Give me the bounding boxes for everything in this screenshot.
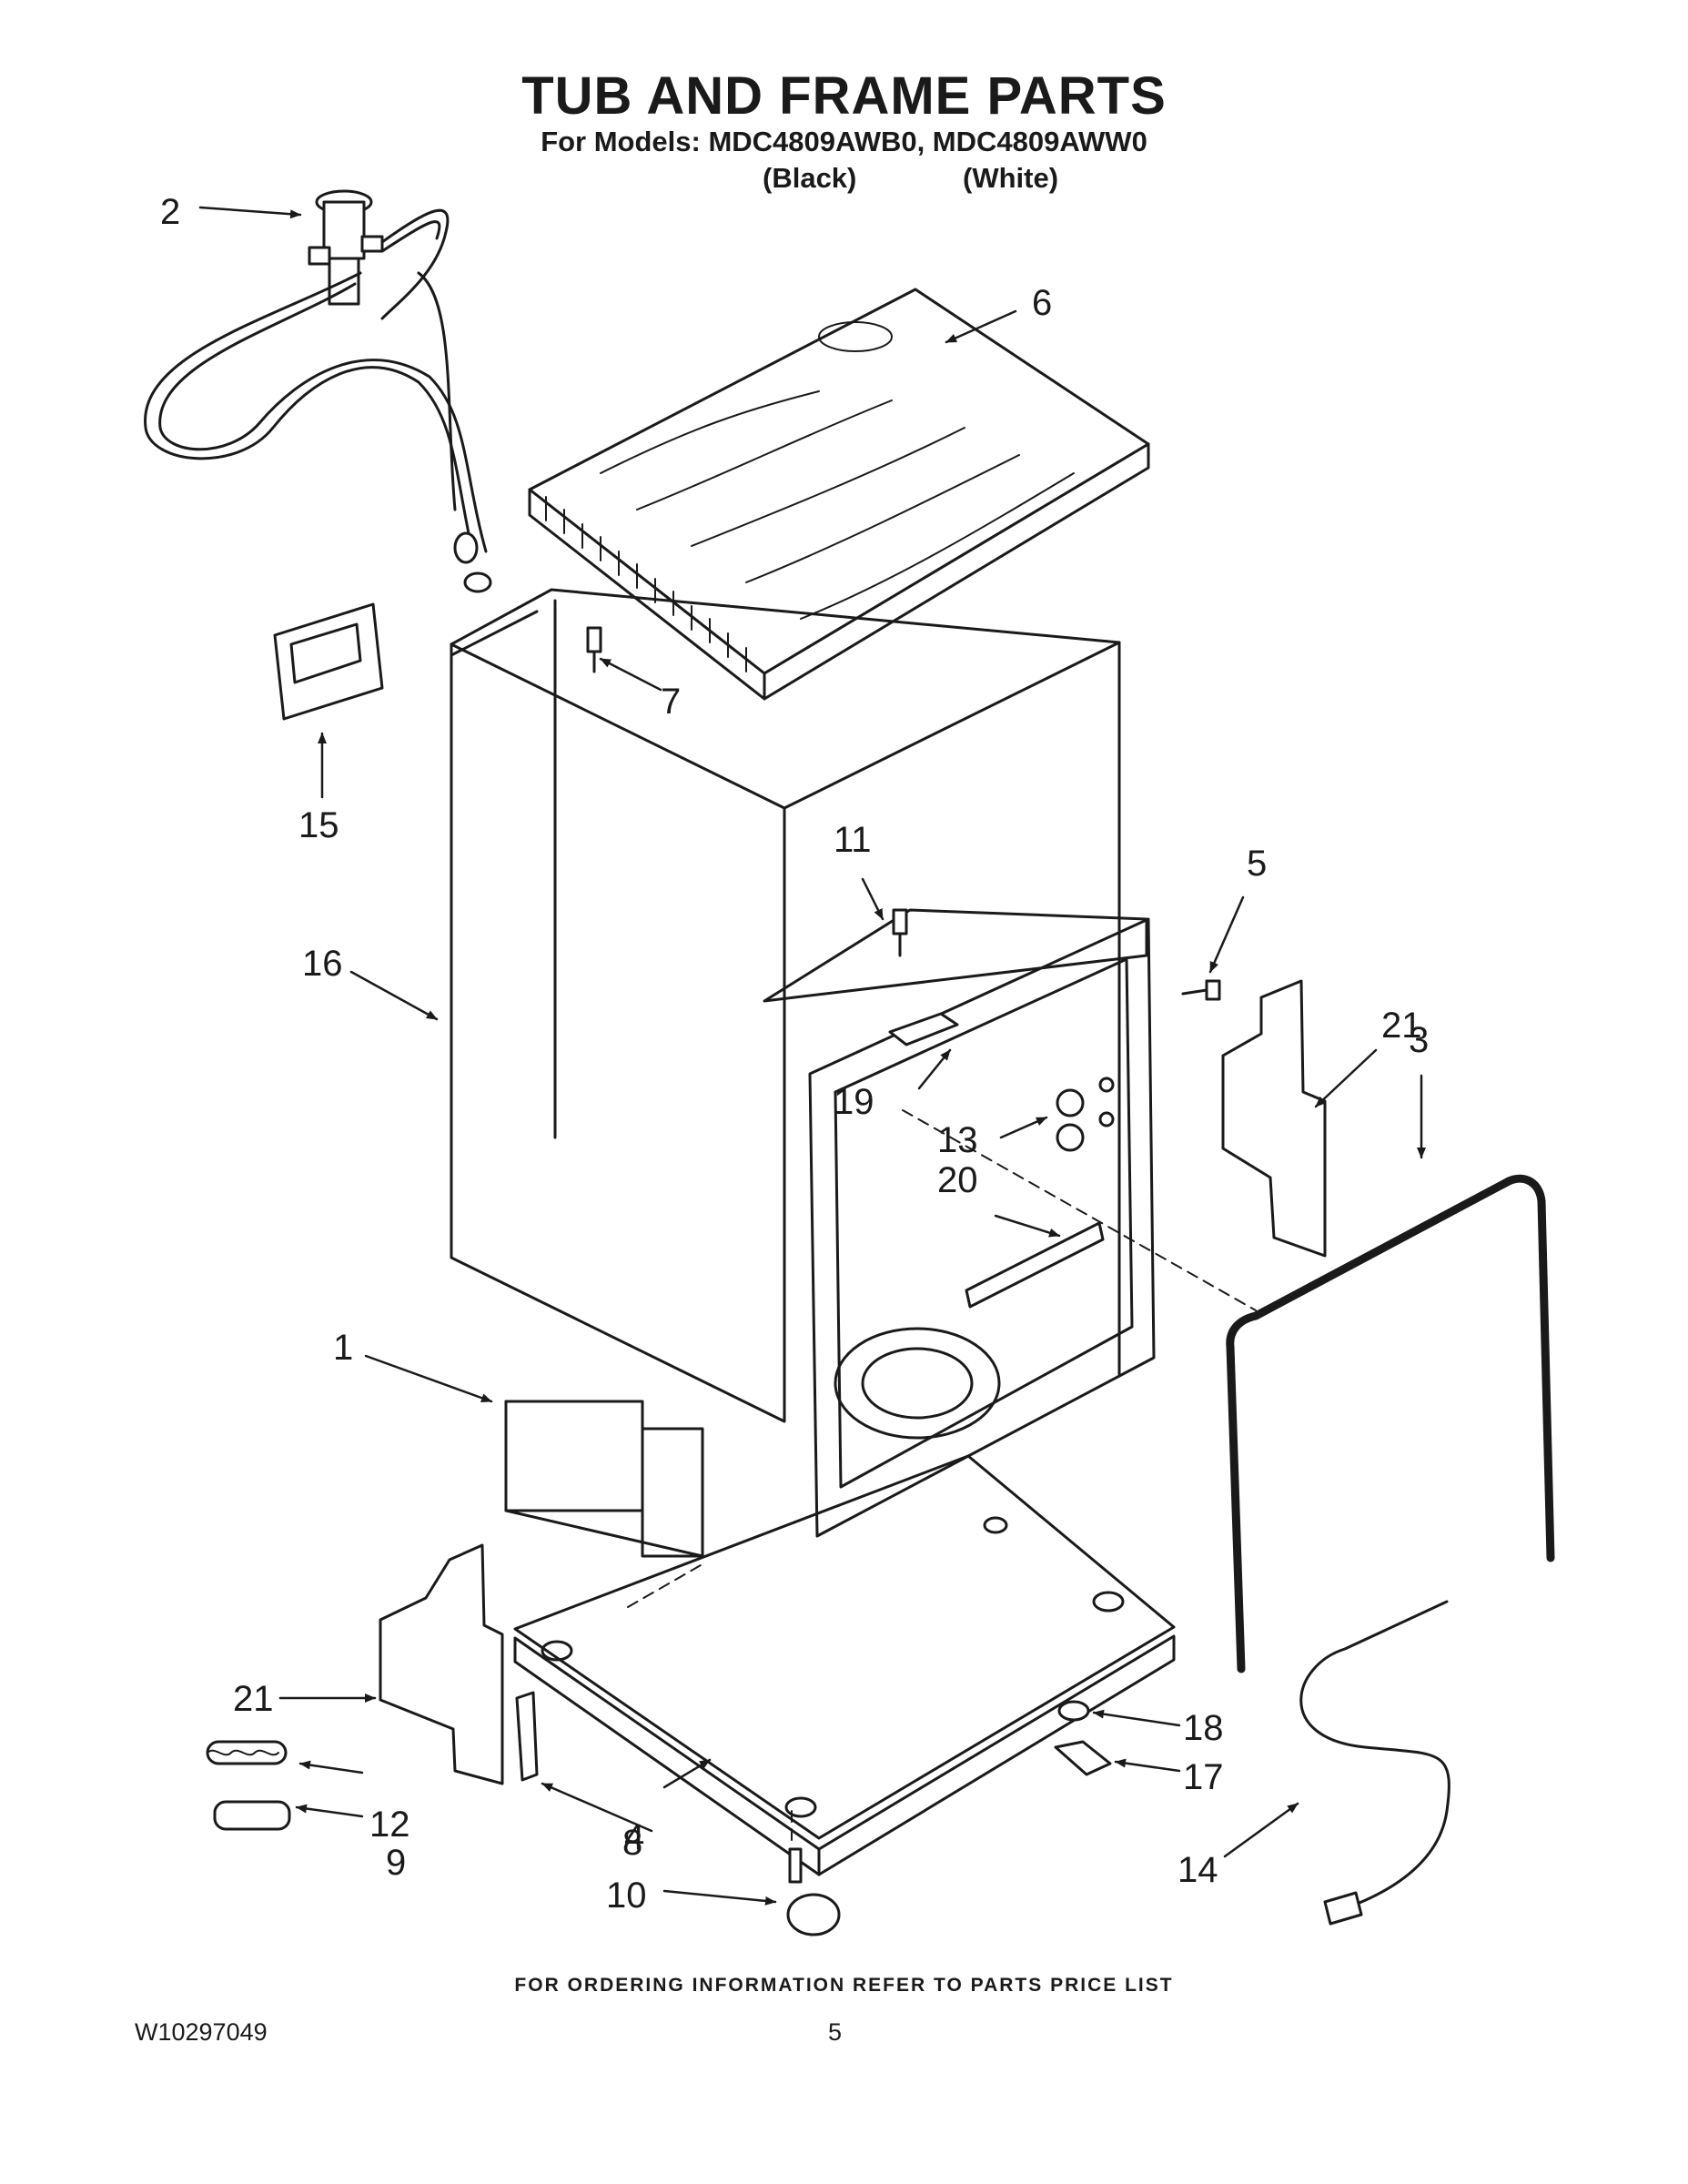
callout-20: 20: [937, 1160, 978, 1200]
callout-17: 17: [1183, 1757, 1224, 1797]
callout-13: 13: [937, 1120, 978, 1160]
power-cord: [1299, 1600, 1450, 1926]
small-fasteners: [586, 626, 1221, 1046]
door-spring: [207, 1749, 279, 1756]
callout-21a: 21: [1381, 1006, 1422, 1046]
leveling-strip: [515, 1691, 539, 1782]
side-bracket-right: [1221, 979, 1327, 1258]
callout-12: 12: [369, 1805, 410, 1845]
callout-7: 7: [661, 682, 681, 722]
callout-15: 15: [298, 805, 339, 845]
callout-2: 2: [160, 192, 180, 232]
callout-14: 14: [1178, 1850, 1218, 1890]
callout-11: 11: [834, 820, 872, 860]
page-title: TUB AND FRAME PARTS: [521, 66, 1167, 126]
page-number: 5: [828, 2018, 843, 2046]
callout-18: 18: [1183, 1708, 1224, 1748]
callout-1: 1: [333, 1328, 353, 1368]
callout-16: 16: [302, 944, 343, 984]
foot-pad: [213, 1800, 291, 1831]
tub-cabinet: [450, 588, 1148, 1558]
models-line: For Models: MDC4809AWB0, MDC4809AWW0: [541, 126, 1147, 157]
thermal-fuse: [1054, 1700, 1112, 1776]
wood-countertop: [528, 288, 1150, 701]
tab-bracket: [273, 602, 384, 721]
callout-6: 6: [1032, 283, 1052, 323]
callout-10: 10: [606, 1876, 647, 1916]
document-number: W10297049: [135, 2018, 268, 2046]
callout-9: 9: [386, 1843, 406, 1883]
variant-black-label: (Black): [763, 162, 857, 194]
door-gasket: [1226, 1174, 1555, 1673]
callout-21b: 21: [233, 1679, 274, 1719]
caster-wheel: [786, 1847, 841, 1936]
callout-3: 3: [1409, 1020, 1429, 1060]
ordering-info: FOR ORDERING INFORMATION REFER TO PARTS …: [514, 1975, 1174, 1996]
base-frame: [513, 1454, 1176, 1876]
callout-labels: 1 2 3 4 5 6 7 8 9 10 11 12 13 14 15 16 1…: [160, 192, 1429, 1916]
inlet-valve-hose: [144, 189, 492, 593]
callout-8: 8: [622, 1823, 642, 1863]
bushing-pair: [1056, 1077, 1115, 1152]
side-bracket-left: [379, 1543, 504, 1785]
variant-white-label: (White): [963, 162, 1059, 194]
door-frame: [808, 917, 1156, 1538]
callout-19: 19: [834, 1082, 874, 1122]
callout-4: 4: [624, 1817, 644, 1857]
spray-bar: [965, 1221, 1105, 1309]
callout-5: 5: [1247, 844, 1267, 884]
